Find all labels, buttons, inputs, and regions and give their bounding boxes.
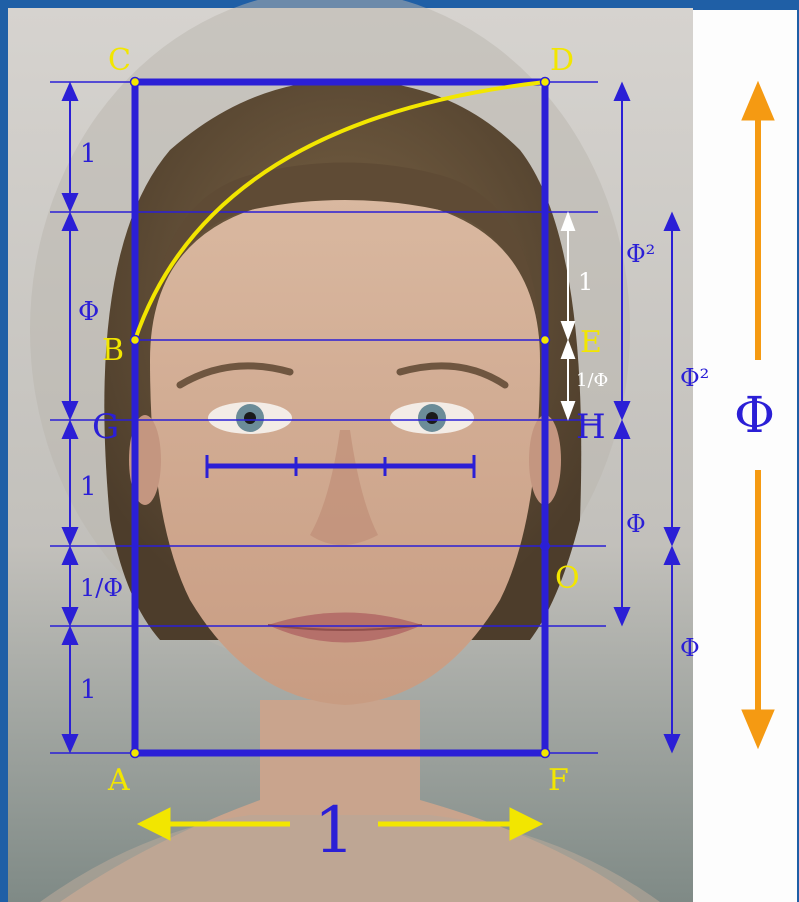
left-scale-phi: Φ <box>78 297 99 327</box>
col1-phi-sq-label: Φ² <box>626 240 655 268</box>
point-b-label: B <box>102 333 124 368</box>
point-o-marker <box>540 541 550 551</box>
white-scale-1: 1 <box>578 268 593 296</box>
left-scale-1c: 1 <box>80 675 97 705</box>
left-scale-1: 1 <box>80 139 97 169</box>
col2-phi-label: Φ <box>680 634 700 662</box>
point-f-label: F <box>548 763 569 798</box>
point-g-label: G <box>92 407 119 447</box>
bottom-width-label: 1 <box>314 794 355 868</box>
left-scale-1b: 1 <box>80 472 97 502</box>
point-c-label: C <box>108 43 131 78</box>
point-d-label: D <box>550 43 574 78</box>
point-a-label: A <box>107 763 130 798</box>
right-panel <box>693 10 797 902</box>
left-scale-inv-phi: 1/Φ <box>80 574 123 602</box>
white-scale-inv-phi: 1/Φ <box>576 370 608 391</box>
point-e-label: E <box>580 325 602 360</box>
point-h-label: H <box>576 407 606 447</box>
col2-phi-sq-label: Φ² <box>680 364 709 392</box>
point-o-label: O <box>555 561 580 596</box>
panel-phi-label: Φ <box>734 386 775 444</box>
col1-phi-label: Φ <box>626 510 646 538</box>
